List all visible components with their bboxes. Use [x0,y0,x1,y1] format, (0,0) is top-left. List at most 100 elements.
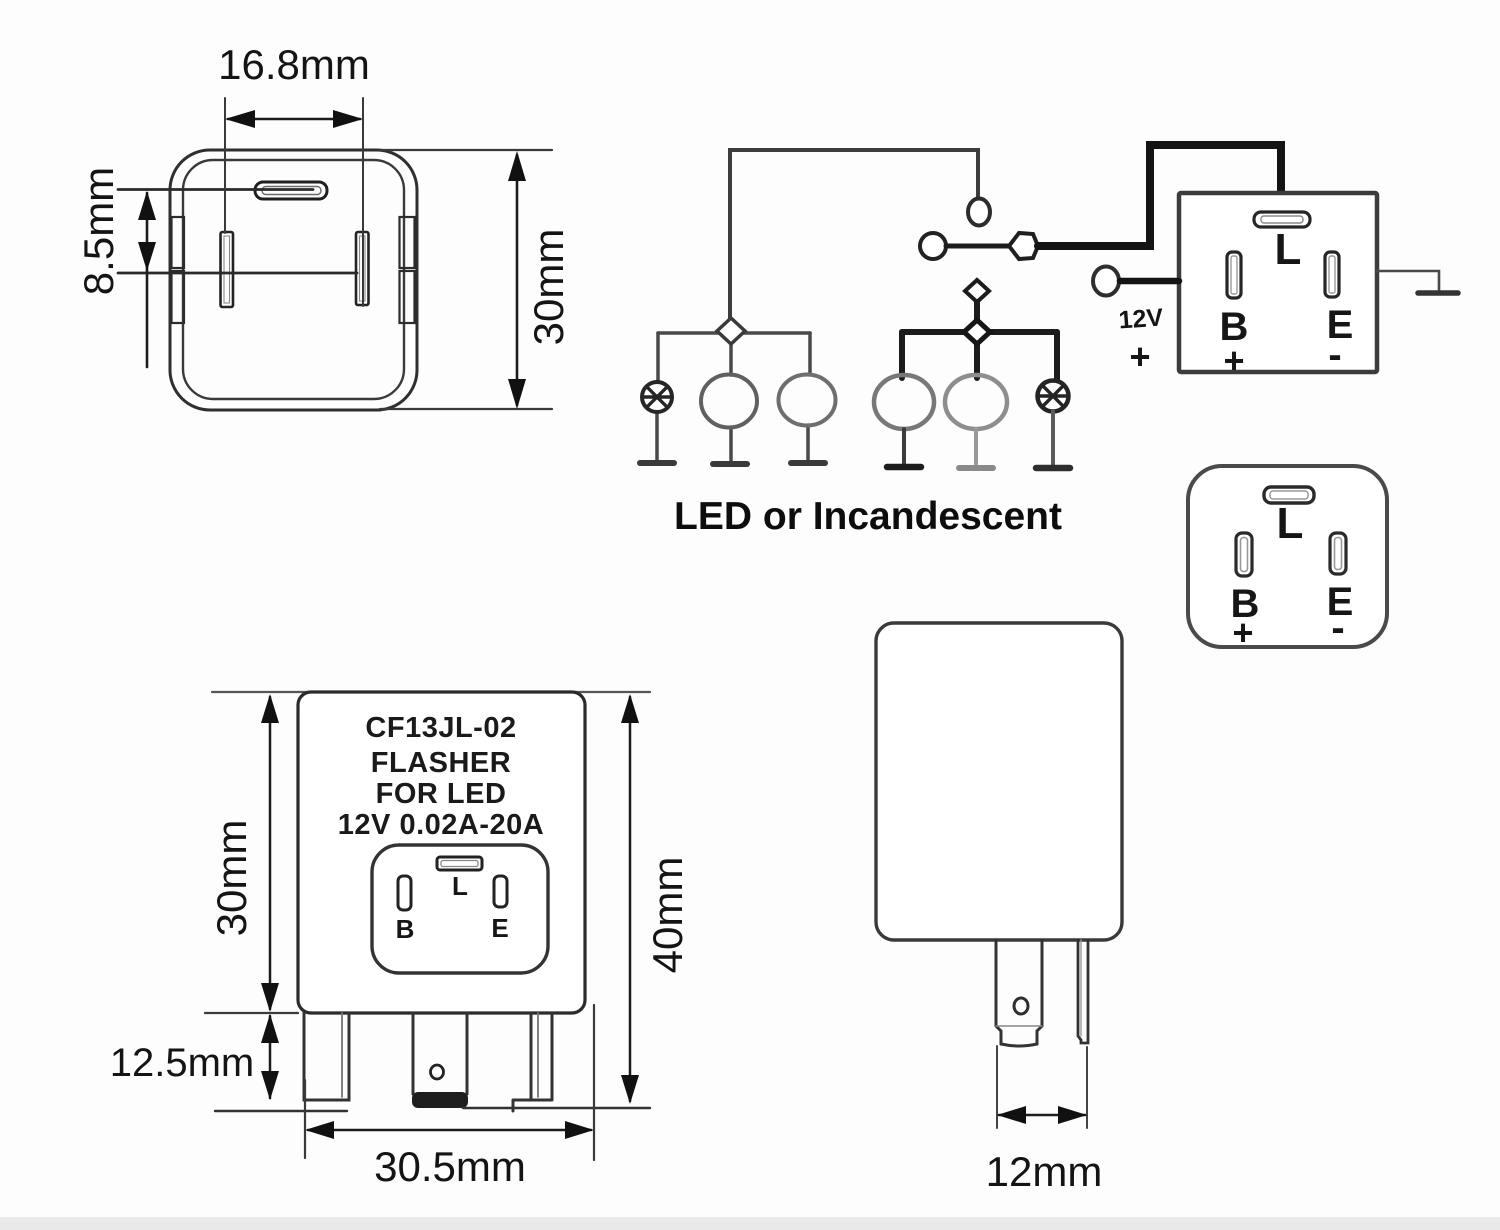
pin-hole [1012,996,1030,1016]
dimension-pin-length: 12.5mm [110,1014,349,1113]
ground-symbol [883,463,1074,472]
pin-slot-l [435,855,484,872]
dim-arrowhead [333,110,363,128]
pin-label-e: E [1327,580,1354,624]
dim-arrowhead [997,1106,1026,1124]
dim-arrowhead [261,1071,279,1100]
product-label-line1: CF13JL-02 [365,712,516,744]
dim-arrowhead [138,242,156,271]
front-view-drawing: CF13JL-02 FLASHER FOR LED 12V 0.02A-20A … [110,690,691,1190]
pin-slot-b [1234,531,1254,578]
terminal-pins [302,1011,554,1113]
relay-terminal-schematic: L B + E - 12V + [1091,190,1461,381]
bottom-view-drawing: 16.8mm 8.5mm 30mm [75,41,572,412]
pin-slot-e [1323,250,1341,299]
product-label-line2: FLASHER [371,747,511,779]
dim-arrowhead [1058,1106,1087,1124]
pin-slot-b [396,874,413,912]
dimension-body-height: 30mm [378,148,572,411]
wide-terminal-pin [994,938,1044,1048]
pin-slot-e [492,874,509,909]
pin-sign-b: + [1232,612,1253,653]
switch-ring-terminal [918,231,948,261]
side-view-drawing: 12mm [874,621,1124,1195]
pin-hole [429,1063,445,1081]
scan-edge-artifact [0,1217,1500,1230]
dim-arrowhead [508,379,526,409]
dim-arrowhead [621,1075,639,1104]
supply-terminal [1091,264,1121,298]
pin-label-l: L [1277,499,1304,548]
wiring-schematic: LED or Incandescent [637,141,1285,538]
supply-voltage-label: 12V [1118,303,1165,334]
pin-sign-e: - [1331,606,1344,650]
pin-label-l: L [1275,225,1302,274]
pin-right [511,1011,554,1113]
product-label-line4: 12V 0.02A-20A [338,809,544,841]
left-lamp-group [655,331,812,464]
lamp-feed-wire [728,148,980,321]
turn-lamp-circle [871,372,937,432]
pin-slot-e [1328,531,1348,576]
turn-lamp-circle [776,372,838,428]
pin-label-b: B [1220,305,1249,349]
socket-pin-label-e: E [491,913,508,943]
relay-body-outline [874,621,1124,942]
pin-sign-b: + [1223,340,1244,381]
socket-pin-label-b: B [396,914,415,944]
switch-to-relay-wire [1034,141,1285,250]
connector-diamond [960,316,994,348]
relay-base-outline [1186,464,1389,649]
dim-label-pin-offset: 8.5mm [75,167,122,295]
turn-lamp-circle [699,372,759,430]
pin-left [302,1011,351,1102]
dim-label-body-height: 30mm [525,229,572,346]
dim-arrowhead [305,1121,334,1139]
dim-label-total-height: 40mm [644,857,691,974]
dim-arrowhead [261,694,279,723]
pin-middle-foot [412,1092,468,1108]
dim-label-pin-spacing: 16.8mm [218,41,370,88]
dim-label-pin-span: 12mm [986,1148,1103,1195]
product-label-line3: FOR LED [376,778,507,810]
dim-arrowhead [138,191,156,220]
relay-body-inner-outline [181,158,406,401]
dim-arrowhead [565,1121,594,1139]
indicator-lamp-symbol [640,380,674,414]
dim-arrowhead [621,694,639,723]
dimension-pin-spacing: 16.8mm [218,41,370,307]
pin-slot-l [1262,485,1316,505]
dim-arrowhead [261,983,279,1012]
pin-label-e: E [1327,303,1354,347]
pinout-view: L B + E - [1186,464,1389,653]
dimension-body-height: 30mm [203,694,300,1015]
dim-arrowhead [225,110,255,128]
male-terminal [1006,230,1041,262]
dimension-pin-span: 12mm [986,1045,1103,1195]
male-terminal [962,277,992,305]
connector-diamond [714,315,748,347]
dimension-body-width: 30.5mm [303,1003,596,1190]
socket-pin-label-l: L [452,871,468,901]
dim-arrowhead [508,151,526,181]
pin-sign-e: - [1328,333,1341,377]
dimension-total-height: 40mm [461,694,691,1110]
dimension-pin-offset: 8.5mm [75,167,156,369]
side-rail-slots [170,215,416,325]
ground-connection [1375,269,1461,296]
dim-arrowhead [261,1014,279,1043]
pin-slot-b [1225,250,1243,300]
dim-label-body-width: 30.5mm [374,1143,526,1190]
dim-label-body-height: 30mm [208,820,255,937]
relay-body-outline [168,148,419,412]
pin-label-b: B [1231,582,1260,626]
ground-symbol [637,460,828,467]
pin-middle [411,1011,469,1096]
indicator-lamp-symbol [1035,378,1071,414]
dim-label-pin-length: 12.5mm [110,1041,255,1085]
supply-sign-label: + [1129,336,1150,377]
pin-slot-l [1252,210,1312,229]
schematic-caption: LED or Incandescent [674,495,1062,538]
